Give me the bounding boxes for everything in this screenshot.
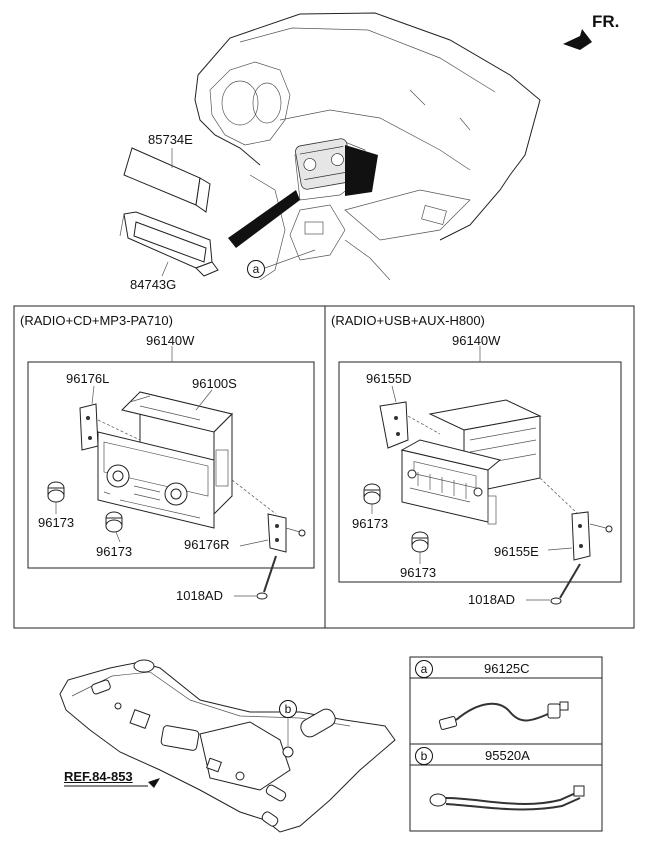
knob-96173-right-1-drawing [363, 483, 381, 505]
leader-84743G [161, 261, 169, 277]
callout-b-marker: b [279, 700, 297, 718]
part-label-left-knob-1: 96173 [38, 515, 75, 530]
leader-96176R [239, 539, 269, 547]
part-label-right-knob-1: 96173 [352, 516, 389, 531]
leader-left-knob-2 [115, 531, 121, 543]
legend-table [409, 656, 603, 832]
cable-96125C-drawing [438, 701, 569, 730]
roof-headlining-drawing [59, 659, 396, 833]
leader-96155E [547, 547, 573, 551]
reference-label: REF.84-853 [64, 769, 133, 784]
knob-96173-left-2-drawing [105, 511, 123, 533]
left-assembly-label: 96140W [146, 333, 195, 348]
left-assembly-box [27, 361, 315, 569]
bracket-96155D-drawing [379, 401, 409, 449]
callout-a-marker: a [247, 260, 265, 278]
bracket-96176R-drawing [267, 513, 306, 553]
part-label-left-knob-2: 96173 [96, 544, 133, 559]
legend-part-96125C: 96125C [484, 661, 530, 676]
knob-96173-right-2-drawing [411, 531, 429, 553]
audio-variants-frame [13, 305, 635, 629]
part-label-96155E: 96155E [494, 544, 539, 559]
leader-dash-left-bracket [97, 419, 141, 441]
bracket-96176L-drawing [79, 403, 99, 451]
legend-part-95520A: 95520A [485, 748, 530, 763]
front-direction-label: FR. [592, 12, 620, 31]
leader-96176L [91, 385, 95, 405]
part-label-96155D: 96155D [366, 371, 412, 386]
leader-dash-96155E [539, 477, 579, 515]
dashboard-drawing [194, 12, 541, 281]
leader-callout-a [264, 249, 316, 269]
bracket-96155E-drawing [571, 511, 613, 561]
part-label-right-1018AD: 1018AD [468, 592, 515, 607]
legend-b-marker: b [415, 747, 433, 765]
right-panel-title: (RADIO+USB+AUX-H800) [331, 313, 485, 328]
right-radio-unit-drawing [400, 399, 542, 525]
part-label-85734E: 85734E [148, 132, 193, 147]
part-label-84743G: 84743G [130, 277, 177, 292]
part-label-96100S: 96100S [192, 376, 237, 391]
ref-arrow-icon [64, 778, 160, 788]
part-label-96176R: 96176R [184, 537, 230, 552]
leader-dash-96155D [407, 415, 441, 435]
harness-95520A-drawing [429, 785, 585, 811]
knob-96173-left-1-drawing [47, 481, 65, 503]
leader-dash-right-bracket [231, 479, 277, 515]
front-direction-arrow-icon [563, 29, 592, 50]
left-radio-unit-drawing [97, 391, 233, 529]
leader-96155D [391, 385, 397, 403]
legend-a-marker: a [415, 660, 433, 678]
part-label-left-1018AD: 1018AD [176, 588, 223, 603]
part-85734E-drawing [123, 147, 211, 213]
part-84743G-drawing [119, 211, 219, 277]
screw-1018AD-right-drawing [550, 563, 581, 605]
left-panel-title: (RADIO+CD+MP3-PA710) [20, 313, 173, 328]
part-label-right-knob-2: 96173 [400, 565, 437, 580]
screw-1018AD-left-drawing [256, 555, 277, 600]
part-label-96176L: 96176L [66, 371, 110, 386]
leader-96100S [195, 389, 213, 411]
right-assembly-label: 96140W [452, 333, 501, 348]
